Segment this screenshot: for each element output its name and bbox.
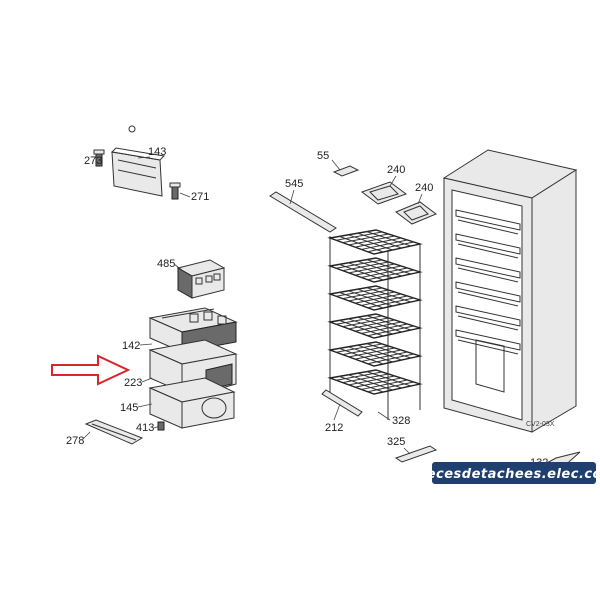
leader-240-b <box>417 193 423 205</box>
cabinet-shelf <box>455 305 521 331</box>
wire-shelf <box>327 341 423 367</box>
label-278: 278 <box>66 435 84 447</box>
label-212: 212 <box>325 422 343 434</box>
part-278-handle <box>84 419 144 445</box>
label-240-b: 240 <box>415 182 433 194</box>
leader-278 <box>81 431 91 441</box>
cabinet-shelf <box>455 281 521 307</box>
part-223-drawer <box>148 339 238 393</box>
freezer-cabinet <box>442 149 578 433</box>
label-223: 223 <box>124 377 142 389</box>
part-145-drawer <box>148 377 236 429</box>
label-328: 328 <box>392 415 410 427</box>
wire-shelf <box>327 229 423 255</box>
part-545-rail <box>269 191 337 233</box>
label-485: 485 <box>157 258 175 270</box>
leader-223 <box>141 377 153 383</box>
label-240-a: 240 <box>387 164 405 176</box>
label-142: 142 <box>122 340 140 352</box>
wire-shelf <box>327 285 423 311</box>
part-142-drawer <box>148 307 238 353</box>
cabinet-shelf <box>455 209 521 235</box>
label-325: 325 <box>387 436 405 448</box>
leader-271 <box>179 192 191 198</box>
wire-shelf <box>327 369 423 395</box>
cabinet-shelf <box>455 233 521 259</box>
label-413: 413 <box>136 422 154 434</box>
wire-shelf <box>327 313 423 339</box>
cabinet-shelf <box>455 329 521 355</box>
leader-545 <box>289 189 295 205</box>
part-485-fan-box <box>176 259 226 299</box>
label-273: 273 <box>84 155 102 167</box>
leader-142 <box>139 343 153 346</box>
leader-240-a <box>389 175 397 187</box>
highlight-arrow <box>51 354 131 386</box>
part-240-cover-b <box>395 201 437 225</box>
small-ring <box>128 125 136 133</box>
leader-485 <box>173 263 183 271</box>
part-212-bar <box>321 389 363 417</box>
leader-325 <box>403 447 411 455</box>
leader-145 <box>137 403 153 408</box>
leader-143 <box>137 156 151 159</box>
label-143: 143 <box>148 146 166 158</box>
part-413-clip <box>157 421 165 431</box>
leader-212 <box>333 403 341 421</box>
part-55-clip <box>332 165 360 177</box>
label-545: 545 <box>285 178 303 190</box>
label-55: 55 <box>317 150 329 162</box>
part-143-panel <box>110 147 166 197</box>
label-271: 271 <box>191 191 209 203</box>
reference-code: CV2-03X <box>526 421 555 428</box>
part-240-cover-a <box>360 181 408 205</box>
wire-shelf <box>327 257 423 283</box>
watermark-banner: piecesdetachees.elec.com <box>411 462 600 484</box>
part-325-bracket <box>394 445 438 463</box>
leader-55 <box>331 159 341 171</box>
part-273-screw <box>93 149 105 167</box>
cabinet-shelf <box>455 257 521 283</box>
watermark-text: piecesdetachees.elec.com <box>411 467 600 482</box>
label-145: 145 <box>120 402 138 414</box>
wire-shelf-rack <box>327 229 423 420</box>
leader-328 <box>377 411 391 421</box>
part-271-screw <box>169 182 181 200</box>
